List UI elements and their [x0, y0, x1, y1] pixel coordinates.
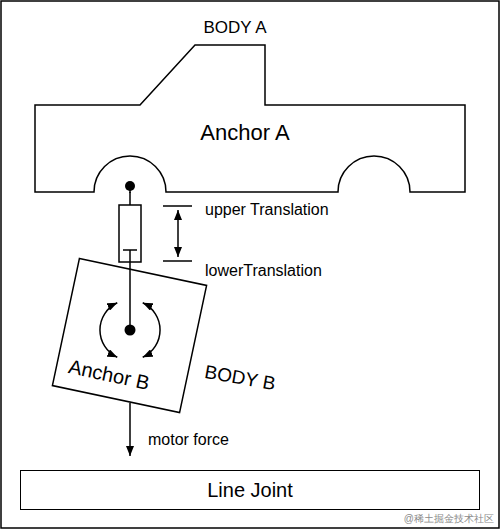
anchor-a-dot	[125, 181, 135, 191]
upper-tick	[163, 205, 192, 207]
line-joint-box: Line Joint	[20, 470, 480, 510]
rotation-arrow	[100, 303, 117, 357]
joint-name: Line Joint	[207, 479, 293, 502]
lower-tick	[163, 260, 192, 262]
body-name: BODY B	[203, 361, 277, 395]
anchor-name: Anchor A	[200, 120, 289, 145]
translation-limit: lowerTranslation	[205, 262, 322, 280]
body-square	[52, 258, 206, 412]
anchor-b-dot	[125, 325, 136, 336]
motor-force-arrow	[129, 403, 131, 456]
truck-body	[35, 45, 465, 192]
rotation-arrow	[143, 303, 160, 357]
force-label: motor force	[148, 431, 229, 449]
translation-arrow	[177, 210, 179, 257]
body-name: BODY A	[204, 18, 267, 38]
body-b-outline: Anchor BBODY B	[52, 258, 207, 413]
translation-limit: upper Translation	[205, 201, 329, 219]
anchor-name: Anchor B	[66, 355, 151, 395]
piston-rod	[129, 250, 131, 330]
watermark: @稀土掘金技术社区	[404, 513, 494, 525]
body-a-outline: BODY A Anchor A	[35, 10, 465, 192]
truck-outline	[35, 10, 465, 192]
